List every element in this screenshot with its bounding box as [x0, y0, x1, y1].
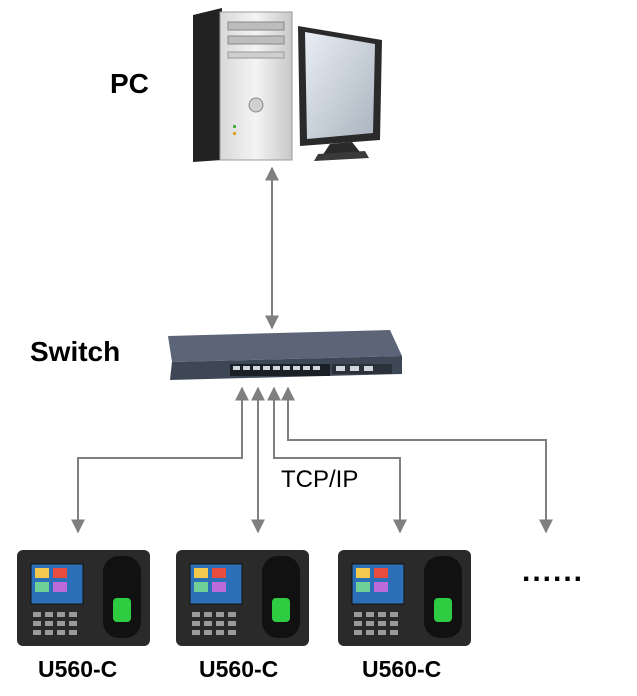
pc-label: PC — [110, 68, 149, 99]
link-device-3 — [267, 386, 407, 534]
terminal-device-icon — [17, 550, 150, 646]
terminal-device-icon — [176, 550, 309, 646]
protocol-label: TCP/IP — [281, 466, 359, 493]
switch-label: Switch — [30, 336, 121, 367]
more-devices-ellipsis: ...... — [522, 555, 585, 588]
device-label: U560-C — [362, 656, 442, 682]
device-label: U560-C — [199, 656, 279, 682]
link-device-more — [281, 386, 553, 534]
pc-icon — [193, 8, 382, 162]
switch-icon — [168, 330, 402, 380]
device-label: U560-C — [38, 656, 118, 682]
link-device-1 — [71, 386, 249, 534]
terminal-device-icon — [338, 550, 471, 646]
device-links — [71, 386, 553, 534]
